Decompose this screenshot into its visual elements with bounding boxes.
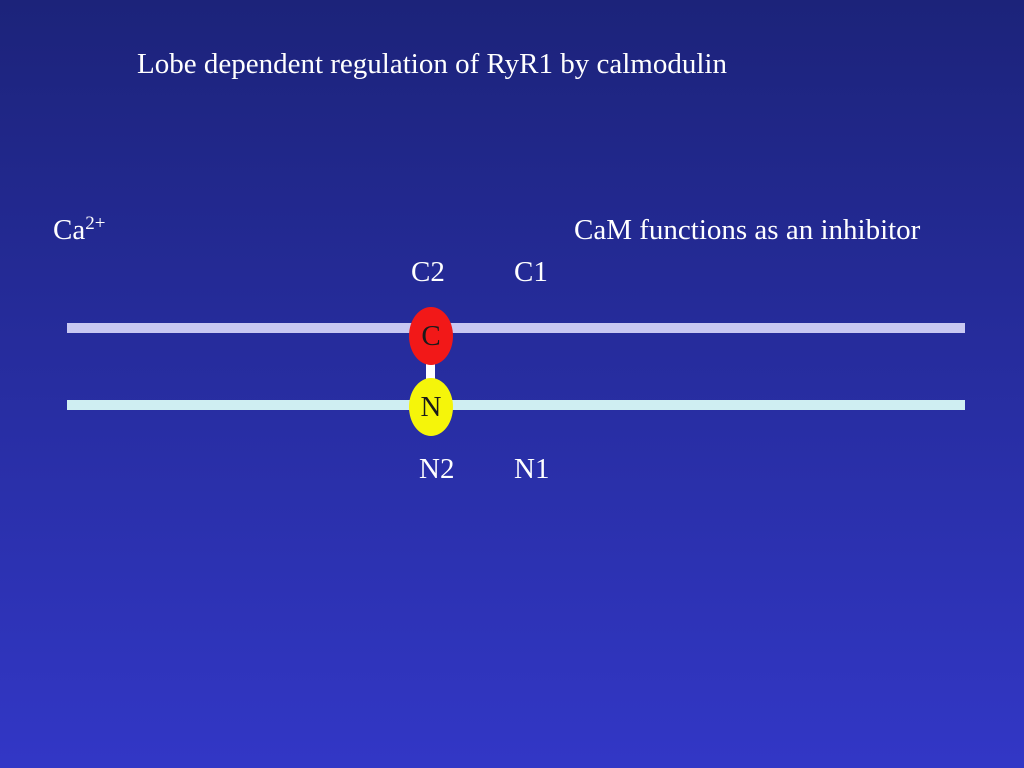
site-label-n1: N1 [514,453,550,485]
calcium-label: Ca2+ [53,213,106,247]
calcium-charge: 2+ [85,213,106,234]
ryr1-strand-c [67,323,965,333]
site-label-c2: C2 [411,256,445,288]
cam-c-lobe: C [409,307,453,365]
state-label: CaM functions as an inhibitor [574,214,921,246]
site-label-c1: C1 [514,256,548,288]
calcium-symbol: Ca [53,214,86,246]
site-label-n2: N2 [419,453,455,485]
cam-linker [426,360,435,382]
slide-title: Lobe dependent regulation of RyR1 by cal… [137,48,727,80]
cam-n-lobe: N [409,378,453,436]
ryr1-strand-n [67,400,965,410]
